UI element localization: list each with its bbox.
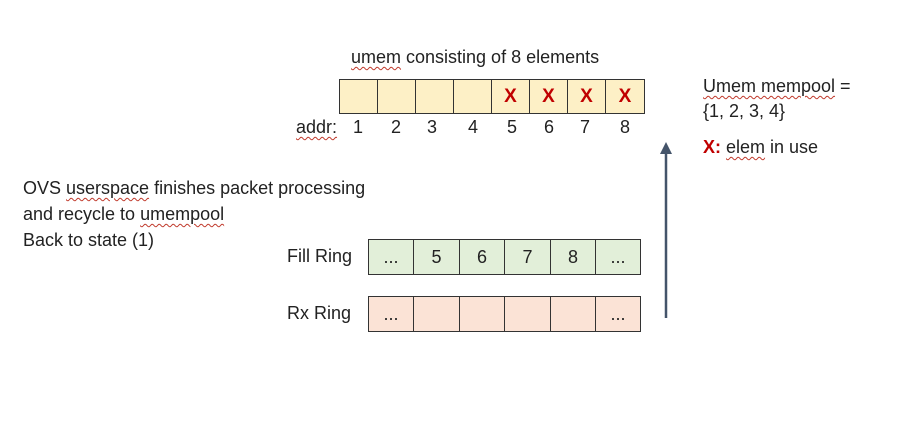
mempool-title-rest: =	[835, 76, 851, 96]
addr-number: 5	[506, 117, 517, 137]
rx-ring-cell	[460, 297, 505, 331]
addr-number: 7	[579, 117, 590, 137]
mempool-title: Umem mempool =	[703, 76, 851, 97]
umem-cell: X	[568, 80, 606, 113]
umem-title-word: umem	[351, 47, 402, 67]
addr-number: 1	[352, 117, 363, 137]
rx-ring-cell	[505, 297, 551, 331]
up-arrow-icon	[660, 142, 672, 318]
description-text: OVS	[23, 178, 67, 198]
addr-number: 2	[390, 117, 401, 137]
umem-title: umem consisting of 8 elements	[351, 47, 599, 68]
fill-ring: ... 5 6 7 8 ...	[368, 239, 641, 275]
umem-cell	[340, 80, 378, 113]
description-line-2: and recycle to umempool	[23, 201, 365, 227]
addr-label: addr:	[296, 117, 338, 137]
legend-rest: in use	[765, 137, 819, 157]
description-line-3: Back to state (1)	[23, 230, 155, 250]
description-word: umempool	[140, 204, 225, 224]
description-text: and recycle to	[23, 204, 141, 224]
umem-title-rest: consisting of 8 elements	[401, 47, 600, 67]
fill-ring-cell: 8	[551, 240, 596, 274]
mempool-set: {1, 2, 3, 4}	[703, 101, 786, 121]
umem-cell: X	[492, 80, 530, 113]
fill-ring-cell: ...	[596, 240, 640, 274]
umem-cell	[416, 80, 454, 113]
description: OVS userspace finishes packet processing…	[23, 175, 365, 253]
umem-cell	[378, 80, 416, 113]
fill-ring-cell: 7	[505, 240, 551, 274]
description-text: finishes packet processing	[149, 178, 366, 198]
in-use-marker: X:	[703, 137, 721, 157]
fill-ring-cell: ...	[369, 240, 414, 274]
fill-ring-cell: 6	[460, 240, 505, 274]
description-word: userspace	[66, 178, 150, 198]
rx-ring-cell: ...	[369, 297, 414, 331]
addr-number: 3	[426, 117, 437, 137]
umem-cell: X	[530, 80, 568, 113]
arrow-head	[660, 142, 672, 154]
addr-number: 4	[467, 117, 478, 137]
rx-ring-cell: ...	[596, 297, 640, 331]
umem-cell: X	[606, 80, 644, 113]
rx-ring-cell	[414, 297, 460, 331]
mempool-title-word: Umem mempool	[703, 76, 836, 96]
addr-number: 6	[543, 117, 554, 137]
rx-ring-cell	[551, 297, 596, 331]
rx-ring: ... ...	[368, 296, 641, 332]
legend: X: elem in use	[703, 137, 818, 158]
legend-word: elem	[726, 137, 766, 157]
umem-array: X X X X	[339, 79, 645, 114]
rx-ring-label: Rx Ring	[287, 303, 352, 323]
umem-cell	[454, 80, 492, 113]
fill-ring-cell: 5	[414, 240, 460, 274]
fill-ring-label: Fill Ring	[287, 246, 353, 266]
description-line-1: OVS userspace finishes packet processing	[23, 175, 365, 201]
addr-number: 8	[619, 117, 630, 137]
